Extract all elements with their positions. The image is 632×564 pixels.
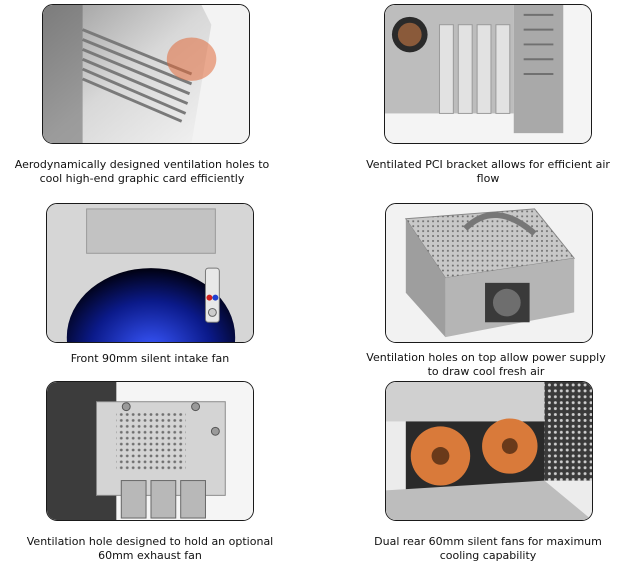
caption-exhaust-fan-hole: Ventilation hole designed to hold an opt… bbox=[26, 535, 274, 562]
caption-top-ventilation: Ventilation holes on top allow power sup… bbox=[366, 351, 606, 378]
caption-front-fan: Front 90mm silent intake fan bbox=[70, 352, 230, 365]
front-intake-fan-photo bbox=[46, 203, 254, 343]
exhaust-fan-hole-photo bbox=[46, 381, 254, 521]
caption-pci-bracket: Ventilated PCI bracket allows for effici… bbox=[366, 158, 610, 185]
top-ventilation-photo bbox=[385, 203, 593, 343]
dual-rear-fans-photo bbox=[385, 381, 593, 521]
pci-bracket-photo bbox=[384, 4, 592, 144]
caption-ventilation-holes: Aerodynamically designed ventilation hol… bbox=[14, 158, 270, 185]
ventilation-holes-photo bbox=[42, 4, 250, 144]
caption-dual-rear-fans: Dual rear 60mm silent fans for maximum c… bbox=[374, 535, 602, 562]
